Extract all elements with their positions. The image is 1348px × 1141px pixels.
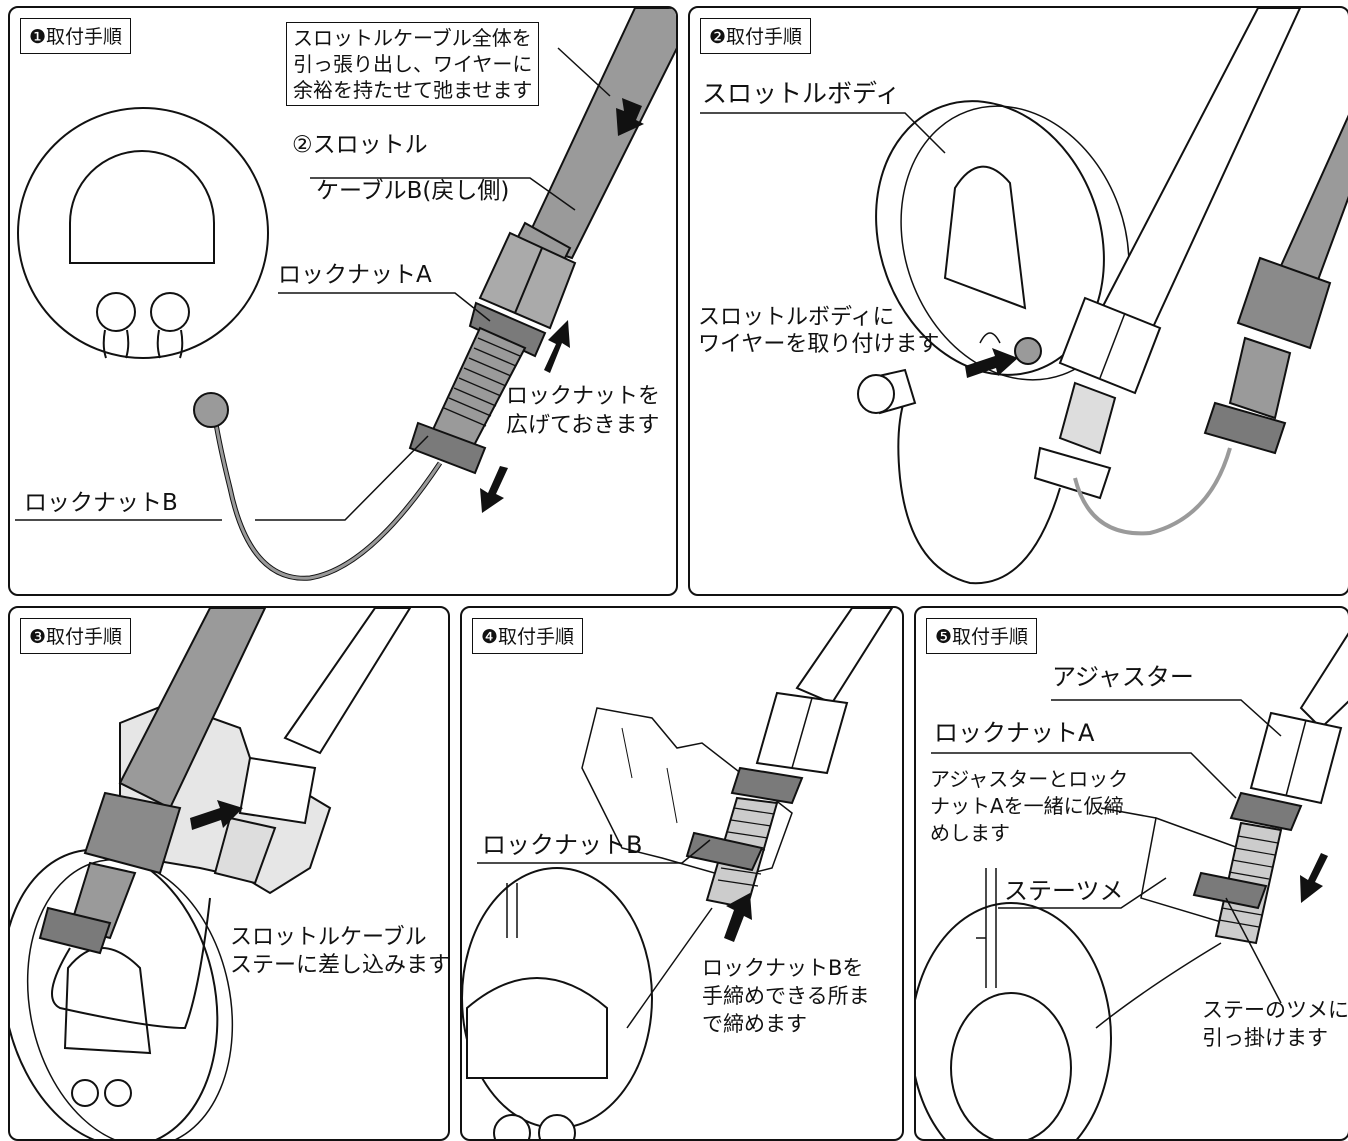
hook-stay-note: ステーのツメに 引っ掛けます <box>1202 998 1348 1050</box>
temp-tighten-note: アジャスターとロック ナットAを一緒に仮締 めします <box>930 767 1129 845</box>
step-1-illustration <box>15 8 676 581</box>
locknut-a-label-step5: ロックナットA <box>934 719 1095 747</box>
step-2-panel: ❷取付手順 スロットルボディ スロットルボディに ワイヤーを取り付けます <box>688 6 1348 596</box>
throttle-body-label: スロットルボディ <box>702 79 901 108</box>
tighten-locknut-b-note: ロックナットBを 手締めできる所ま で締めます <box>702 956 870 1036</box>
step-2-illustration <box>700 8 1348 585</box>
locknut-b-label-step4: ロックナットB <box>482 831 643 859</box>
attach-wire-note: スロットルボディに ワイヤーを取り付けます <box>698 305 940 357</box>
step-5-panel: ❺取付手順 アジャスター ロックナットA アジャスターとロック ナットAを一緒に… <box>914 606 1348 1141</box>
step-3-panel: ❸取付手順 スロットルケーブル ステーに差し込みます <box>8 606 450 1141</box>
stay-tab-label: ステーツメ <box>1004 877 1124 905</box>
step-3-label: ❸取付手順 <box>20 618 132 654</box>
locknut-a-label: ロックナットA <box>278 262 432 288</box>
insert-stay-note: スロットルケーブル ステーに差し込みます <box>230 925 450 978</box>
step-5-label: ❺取付手順 <box>926 618 1038 654</box>
step-5-illustration <box>916 632 1348 1139</box>
adjuster-label: アジャスター <box>1052 663 1194 691</box>
step-4-illustration <box>462 608 894 1139</box>
pull-cable-note: スロットルケーブル全体を 引っ張り出し、ワイヤーに 余裕を持たせて弛ませます <box>286 22 540 106</box>
step-4-panel: ❹取付手順 ロックナットB ロックナットBを 手締めできる所ま で締めます <box>460 606 904 1141</box>
cable-b-label-line2: ケーブルB(戻し側) <box>316 178 510 204</box>
step-1-panel: ❶取付手順 スロットルケーブル全体を 引っ張り出し、ワイヤーに 余裕を持たせて弛… <box>8 6 678 596</box>
step-4-label: ❹取付手順 <box>472 618 584 654</box>
locknut-b-label: ロックナットB <box>24 490 178 516</box>
step-3-illustration <box>10 608 412 1139</box>
spread-locknut-note: ロックナットを 広げておきます <box>506 384 661 438</box>
step-1-label: ❶取付手順 <box>20 18 132 54</box>
step-2-label: ❷取付手順 <box>700 18 812 54</box>
cable-b-label-line1: ②スロットル <box>292 132 428 158</box>
